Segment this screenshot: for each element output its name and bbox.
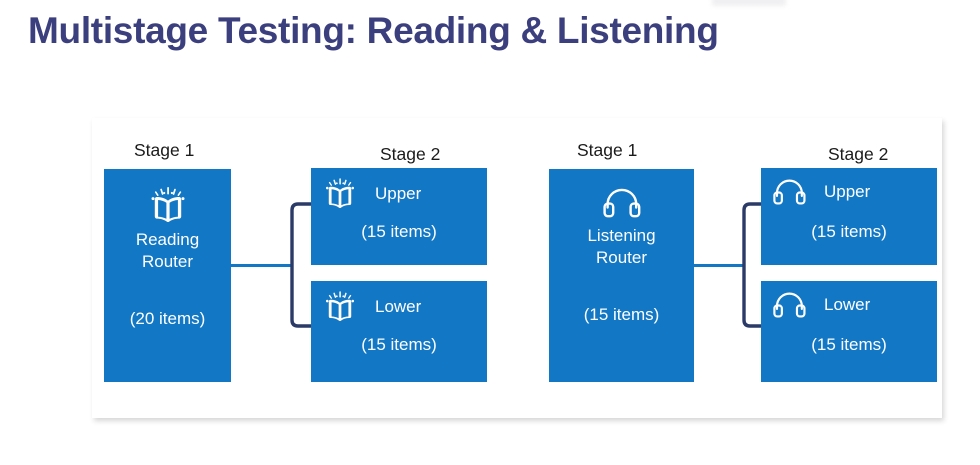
open-book-icon: [323, 178, 357, 209]
listening-upper-title: Upper: [824, 182, 871, 201]
reading-upper-node[interactable]: Upper (15 items): [311, 168, 487, 265]
listening-router-node[interactable]: Listening Router (15 items): [549, 169, 694, 382]
listening-stage1-label: Stage 1: [577, 140, 638, 160]
reading-upper-items: (15 items): [361, 222, 437, 241]
reading-diagram-group: Stage 1 Stage 2: [92, 118, 512, 418]
listening-upper-items: (15 items): [811, 222, 887, 241]
listening-router-name: Listening Router: [587, 226, 656, 267]
listening-lower-node[interactable]: Lower (15 items): [761, 281, 937, 382]
listening-stage2-label: Stage 2: [828, 144, 889, 164]
reading-router-name: Reading Router: [135, 230, 200, 271]
listening-router-items: (15 items): [583, 305, 660, 324]
listening-connector-stem: [694, 264, 744, 267]
reading-upper-title: Upper: [375, 183, 422, 203]
listening-branch-bracket: [740, 201, 782, 329]
reading-stage1-label: Stage 1: [134, 140, 195, 160]
diagram-panel: Stage 1 Stage 2: [92, 118, 942, 418]
reading-connector-stem: [231, 264, 291, 267]
top-edge-artifact: [712, 0, 786, 6]
listening-diagram-group: Stage 1 Stage 2 Listening Router (15 ite…: [540, 118, 942, 418]
headphones-icon: [602, 187, 641, 219]
open-book-icon: [148, 187, 188, 223]
listening-upper-node[interactable]: Upper (15 items): [761, 168, 937, 265]
headphones-icon: [773, 291, 806, 319]
reading-branch-bracket: [288, 201, 330, 329]
headphones-icon: [773, 178, 806, 206]
listening-lower-items: (15 items): [811, 335, 887, 354]
reading-router-node[interactable]: Reading Router (20 items): [104, 169, 231, 382]
reading-lower-node[interactable]: Lower (15 items): [311, 281, 487, 382]
reading-lower-items: (15 items): [361, 335, 437, 354]
reading-router-items: (20 items): [129, 309, 206, 328]
page-title: Multistage Testing: Reading & Listening: [28, 10, 719, 51]
open-book-icon: [323, 291, 357, 322]
listening-lower-title: Lower: [824, 295, 871, 314]
reading-stage2-label: Stage 2: [380, 144, 441, 164]
reading-lower-title: Lower: [375, 296, 422, 316]
